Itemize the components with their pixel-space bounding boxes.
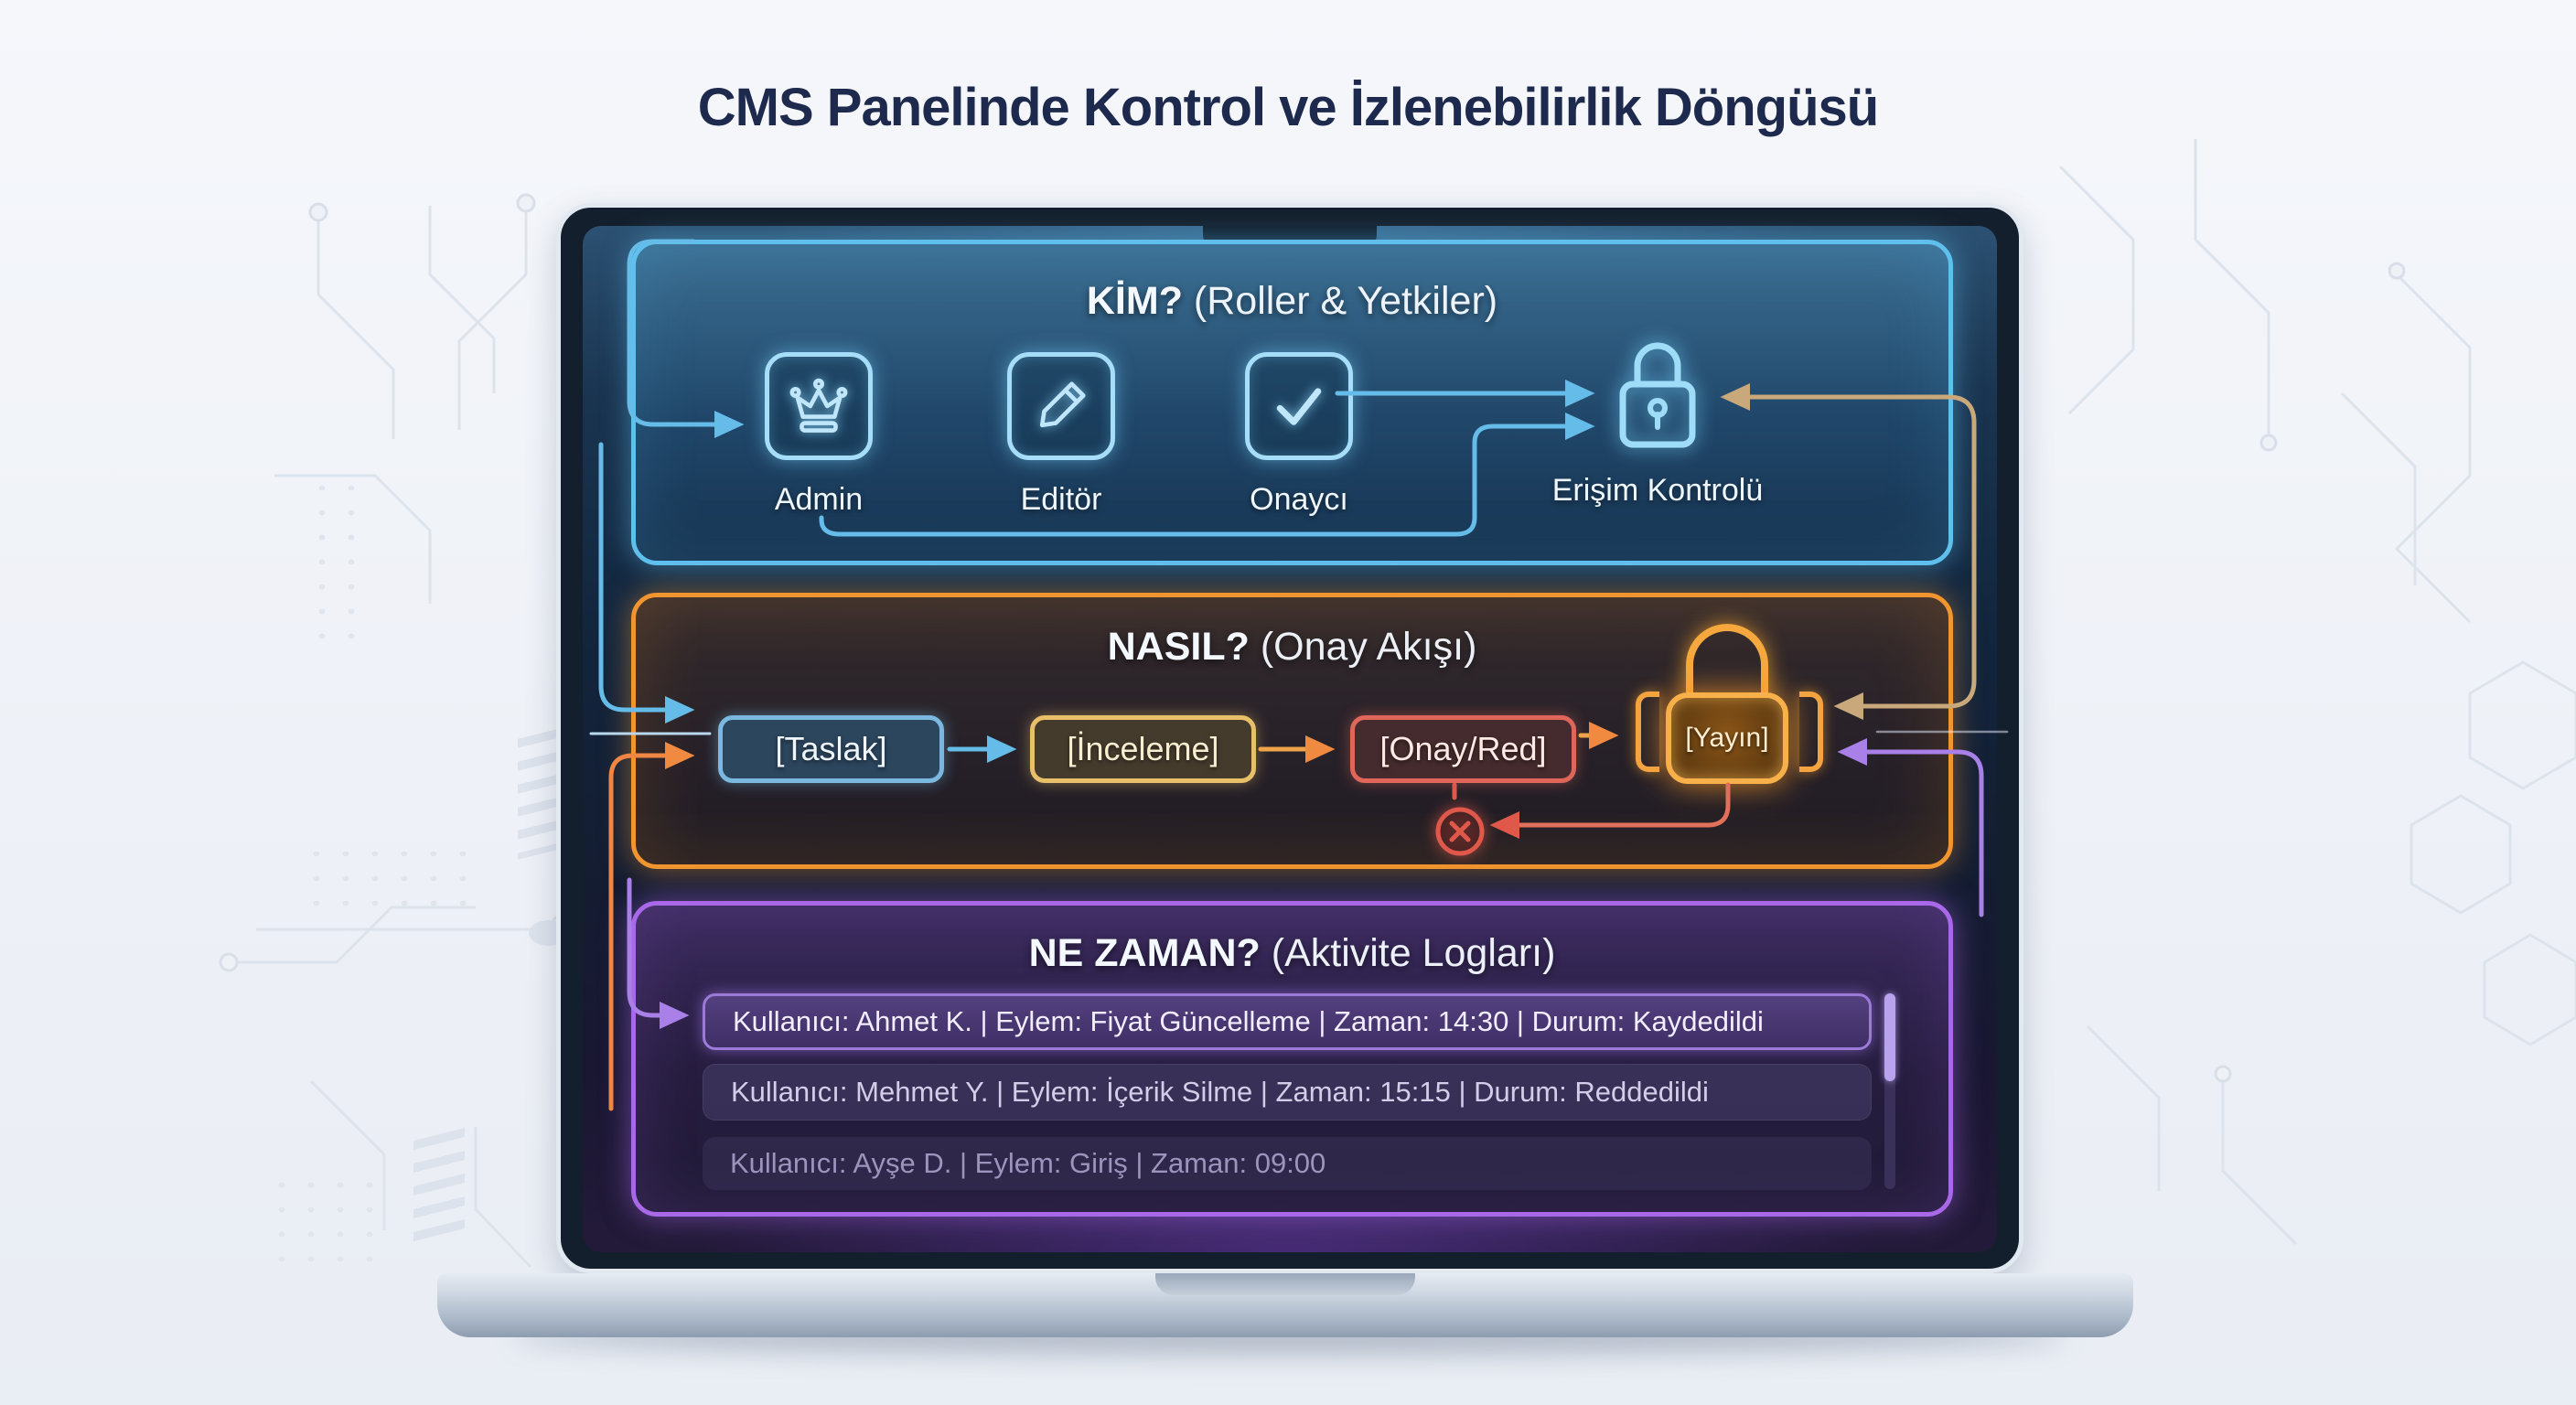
nasil-heading: NASIL? (Onay Akışı)	[636, 625, 1948, 670]
step-taslak: [Taslak]	[718, 715, 944, 783]
log-row: Kullanıcı: Ahmet K. | Eylem: Fiyat Günce…	[703, 993, 1872, 1050]
x-circle-icon	[1433, 805, 1487, 858]
pencil-icon	[1007, 352, 1115, 460]
role-admin-label: Admin	[774, 482, 864, 517]
role-approver-label: Onaycı	[1250, 482, 1348, 517]
section-nasil-flow: NASIL? (Onay Akışı) [Taslak] [İnceleme] …	[631, 593, 1953, 869]
laptop-base	[437, 1273, 2133, 1337]
log-row: Kullanıcı: Mehmet Y. | Eylem: İçerik Sil…	[703, 1064, 1872, 1121]
role-approver: Onaycı	[1189, 352, 1409, 518]
arrow-yayin-lock-loop	[1720, 383, 1977, 720]
arrow-into-admin	[627, 239, 745, 438]
arrow-into-log1	[627, 877, 690, 1029]
crown-icon	[765, 352, 873, 460]
arrow-feedback-into-taslak	[608, 742, 695, 1111]
log-scrollbar-thumb[interactable]	[1884, 993, 1895, 1081]
log-row: Kullanıcı: Ayşe D. | Eylem: Giriş | Zama…	[703, 1137, 1872, 1190]
nasil-heading-bold: NASIL?	[1107, 625, 1250, 669]
role-editor-label: Editör	[1020, 482, 1102, 517]
log-scrollbar	[1884, 993, 1895, 1189]
arrow-yayin-to-reject	[1489, 782, 1731, 839]
arrow-into-taslak-blue	[598, 442, 695, 724]
nezaman-heading-rest: (Aktivite Logları)	[1260, 931, 1556, 975]
role-admin: Admin	[709, 352, 928, 518]
arrow-admin-to-lock	[819, 413, 1595, 537]
kim-heading: KİM? (Roller & Yetkiler)	[636, 279, 1948, 324]
nezaman-heading: NE ZAMAN? (Aktivite Logları)	[636, 931, 1948, 976]
step-onay-red: [Onay/Red]	[1350, 715, 1576, 783]
nezaman-heading-bold: NE ZAMAN?	[1028, 931, 1261, 975]
step-inceleme: [İnceleme]	[1030, 715, 1256, 783]
section-nezaman-logs: NE ZAMAN? (Aktivite Logları) Kullanıcı: …	[631, 901, 1953, 1217]
left-bracket-decoration	[1636, 692, 1659, 772]
kim-heading-rest: (Roller & Yetkiler)	[1182, 279, 1498, 323]
check-icon	[1245, 352, 1353, 460]
role-editor: Editör	[951, 352, 1171, 518]
dot-grid-decoration	[307, 476, 366, 659]
laptop-base-notch	[1155, 1273, 1415, 1295]
lock-icon	[1619, 342, 1696, 448]
dot-grid-decoration	[267, 1173, 386, 1273]
arrow-logs-to-yayin	[1837, 738, 1984, 917]
dot-grid-decoration	[302, 842, 467, 926]
page-title: CMS Panelinde Kontrol ve İzlenebilirlik …	[697, 78, 1879, 137]
nasil-heading-rest: (Onay Akışı)	[1249, 625, 1477, 669]
kim-heading-bold: KİM?	[1086, 279, 1183, 323]
